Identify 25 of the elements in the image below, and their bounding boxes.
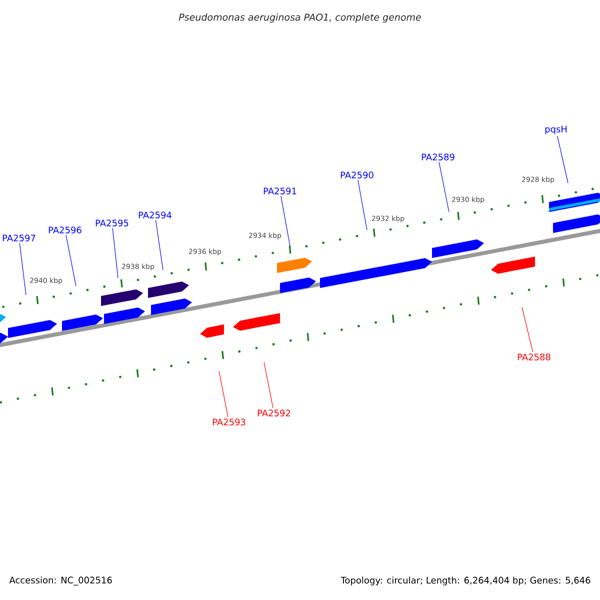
accession-text: Accession: NC_002516	[9, 576, 112, 586]
leader-line	[218, 370, 228, 418]
leader-line	[112, 228, 118, 278]
gene-label: PA2595	[96, 220, 128, 226]
leader-line	[358, 180, 368, 230]
leader-line	[19, 242, 26, 296]
gene-label: PA2593	[212, 418, 246, 426]
gene-label: PA2590	[340, 172, 374, 178]
gene-label: PA2597	[2, 234, 36, 242]
leader-line	[522, 306, 534, 352]
gene-label: pqsH	[545, 126, 567, 134]
leader-line	[438, 162, 450, 212]
genome-info-text: Topology: circular; Length: 6,264,404 bp; Genes: 5,646	[340, 576, 590, 586]
leader-line	[280, 196, 290, 246]
leader-line	[557, 136, 568, 184]
gene-label: PA2592	[258, 410, 290, 416]
gene-label: PA2588	[518, 354, 550, 360]
title: Pseudomonas aeruginosa PAO1, complete genome	[178, 13, 421, 23]
gene-label: PA2596	[48, 226, 82, 234]
gene-label: PA2594	[138, 212, 172, 218]
leader-line	[264, 362, 274, 408]
leader-line	[66, 234, 76, 286]
leader-line	[155, 220, 164, 270]
gene-label: PA2589	[422, 154, 454, 160]
gene-label: PA2591	[264, 188, 296, 194]
